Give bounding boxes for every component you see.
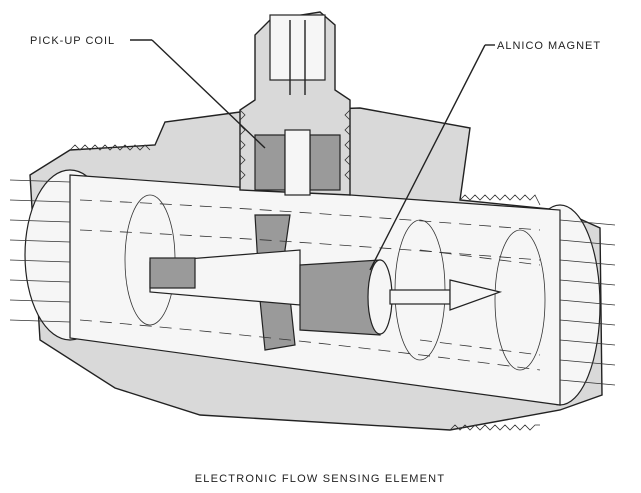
alnico-magnet [299, 259, 503, 336]
flow-streamlines [79, 199, 541, 371]
flow-arrows-right [559, 219, 616, 386]
alnico-magnet-label: ALNICO MAGNET [497, 40, 601, 52]
pickup-coil-label: PICK-UP COIL [30, 35, 115, 47]
figure-caption: ELECTRONIC FLOW SENSING ELEMENT [195, 473, 446, 485]
pickup-coil [254, 129, 341, 196]
flow-arrows-left [9, 179, 71, 323]
pickup-coil-leader [151, 39, 266, 149]
left-threads [69, 144, 151, 151]
right-threads [449, 194, 541, 431]
alnico-magnet-leader [369, 44, 486, 271]
turbine-rotor [149, 214, 301, 351]
